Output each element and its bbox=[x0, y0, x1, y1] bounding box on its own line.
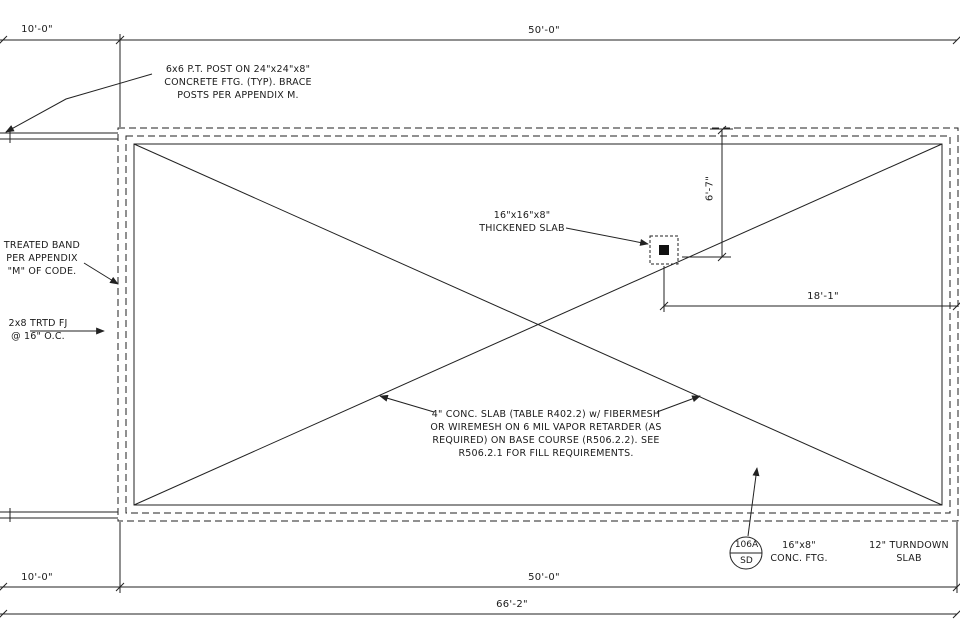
joist-note-line: 2x8 TRTD FJ bbox=[8, 318, 68, 329]
turndown-note-line: SLAB bbox=[896, 553, 922, 564]
thickened-slab-note-line: 16"x16"x8" bbox=[493, 210, 551, 221]
x-brace-lines bbox=[133, 143, 943, 506]
treated-band-note-line: TREATED BAND bbox=[3, 240, 81, 251]
post-footing-note-line: POSTS PER APPENDIX M. bbox=[177, 90, 299, 101]
dim-top-main: 50'-0" bbox=[528, 25, 560, 36]
footing-note: 16"x8" CONC. FTG. bbox=[768, 539, 830, 565]
dim-bottom-overall: 66'-2" bbox=[496, 599, 528, 610]
callout-sheet-number: SD bbox=[740, 556, 753, 566]
treated-band-note-line: "M" OF CODE. bbox=[7, 266, 77, 277]
conc-slab-note-line: REQUIRED) ON BASE COURSE (R506.2.2). SEE bbox=[432, 435, 660, 446]
post-footing-note-line: 6x6 P.T. POST ON 24"x24"x8" bbox=[165, 64, 311, 75]
joist-note-line: @ 16" O.C. bbox=[11, 331, 65, 342]
treated-band-note-line: PER APPENDIX bbox=[6, 253, 78, 264]
dim-bottom-main: 50'-0" bbox=[528, 572, 560, 583]
turndown-note: 12" TURNDOWN SLAB bbox=[866, 539, 952, 565]
treated-band-note: TREATED BAND PER APPENDIX "M" OF CODE. bbox=[0, 239, 86, 278]
detail-callout-bubble bbox=[729, 536, 763, 570]
footing-note-line: 16"x8" bbox=[782, 540, 816, 551]
callout-detail-number: 106A bbox=[734, 540, 759, 550]
dim-right-vertical: 6'-7" bbox=[704, 175, 716, 202]
dim-bottom-left: 10'-0" bbox=[21, 572, 53, 583]
conc-slab-note-line: OR WIREMESH ON 6 MIL VAPOR RETARDER (AS bbox=[430, 422, 662, 433]
dimension-lines bbox=[0, 34, 958, 615]
post-footing-note: 6x6 P.T. POST ON 24"x24"x8" CONCRETE FTG… bbox=[150, 63, 326, 102]
turndown-note-line: 12" TURNDOWN bbox=[869, 540, 949, 551]
slab-outline bbox=[117, 127, 959, 522]
conc-slab-note-line: R506.2.1 FOR FILL REQUIREMENTS. bbox=[458, 448, 634, 459]
conc-slab-note-line: 4" CONC. SLAB (TABLE R402.2) w/ FIBERMES… bbox=[431, 409, 661, 420]
joist-note: 2x8 TRTD FJ @ 16" O.C. bbox=[2, 317, 74, 343]
dim-top-left: 10'-0" bbox=[21, 24, 53, 35]
conc-slab-note: 4" CONC. SLAB (TABLE R402.2) w/ FIBERMES… bbox=[428, 408, 664, 460]
dimension-ticks bbox=[0, 35, 960, 619]
thickened-slab-note-line: THICKENED SLAB bbox=[479, 223, 565, 234]
thickened-slab-symbol bbox=[649, 235, 679, 265]
dim-interior-horizontal: 18'-1" bbox=[807, 291, 839, 302]
footing-note-line: CONC. FTG. bbox=[770, 553, 828, 564]
thickened-slab-note: 16"x16"x8" THICKENED SLAB bbox=[472, 209, 572, 235]
post-footing-note-line: CONCRETE FTG. (TYP). BRACE bbox=[164, 77, 312, 88]
leader-lines bbox=[5, 73, 760, 537]
